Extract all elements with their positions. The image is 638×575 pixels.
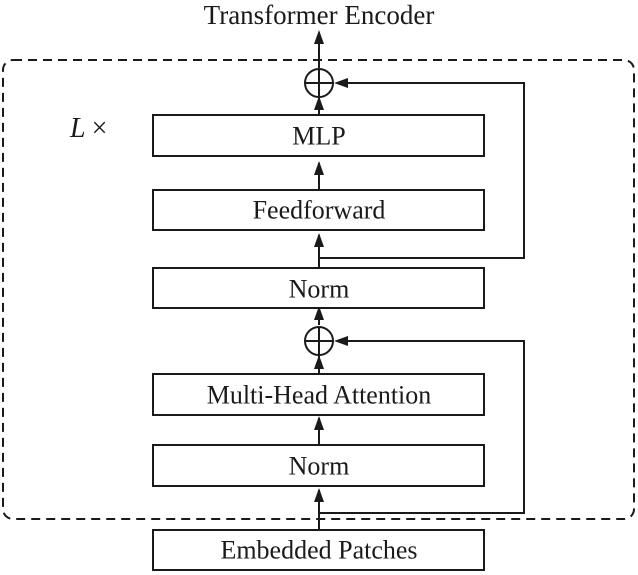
input-block-label: Embedded Patches xyxy=(220,536,417,565)
residual-arrow-head-bottom xyxy=(334,336,348,346)
feedforward-block: Feedforward xyxy=(152,189,485,231)
arrow-head-attention xyxy=(314,416,324,430)
adder-bottom-icon xyxy=(304,326,334,356)
feedforward-block-label: Feedforward xyxy=(253,196,386,225)
mlp-block: MLP xyxy=(152,114,485,157)
norm-top-block: Norm xyxy=(152,267,485,309)
repeat-label-symbol: × xyxy=(92,113,108,144)
mlp-block-label: MLP xyxy=(292,122,345,151)
residual-line-bottom xyxy=(319,340,525,514)
diagram-title: Transformer Encoder xyxy=(204,0,435,30)
input-block: Embedded Patches xyxy=(152,529,485,571)
arrow-head-norm-top xyxy=(314,306,324,320)
residual-arrow-head-top xyxy=(334,78,348,88)
arrow-head-mlp xyxy=(314,161,324,175)
norm-bottom-block: Norm xyxy=(152,444,485,487)
norm-bottom-block-label: Norm xyxy=(289,452,350,481)
attention-block: Multi-Head Attention xyxy=(152,373,485,416)
norm-top-block-label: Norm xyxy=(289,275,350,304)
arrow-head-norm-bottom xyxy=(314,488,324,502)
arrow-head-feedforward xyxy=(314,233,324,247)
repeat-label: L× xyxy=(69,113,107,144)
attention-block-label: Multi-Head Attention xyxy=(207,381,432,410)
arrow-head-adder-bottom xyxy=(314,355,324,369)
arrow-head-adder-top xyxy=(314,96,324,110)
adder-top-icon xyxy=(304,68,334,98)
residual-line-top xyxy=(319,82,525,259)
repeat-label-letter: L xyxy=(69,113,86,144)
arrow-head-title xyxy=(314,30,324,44)
